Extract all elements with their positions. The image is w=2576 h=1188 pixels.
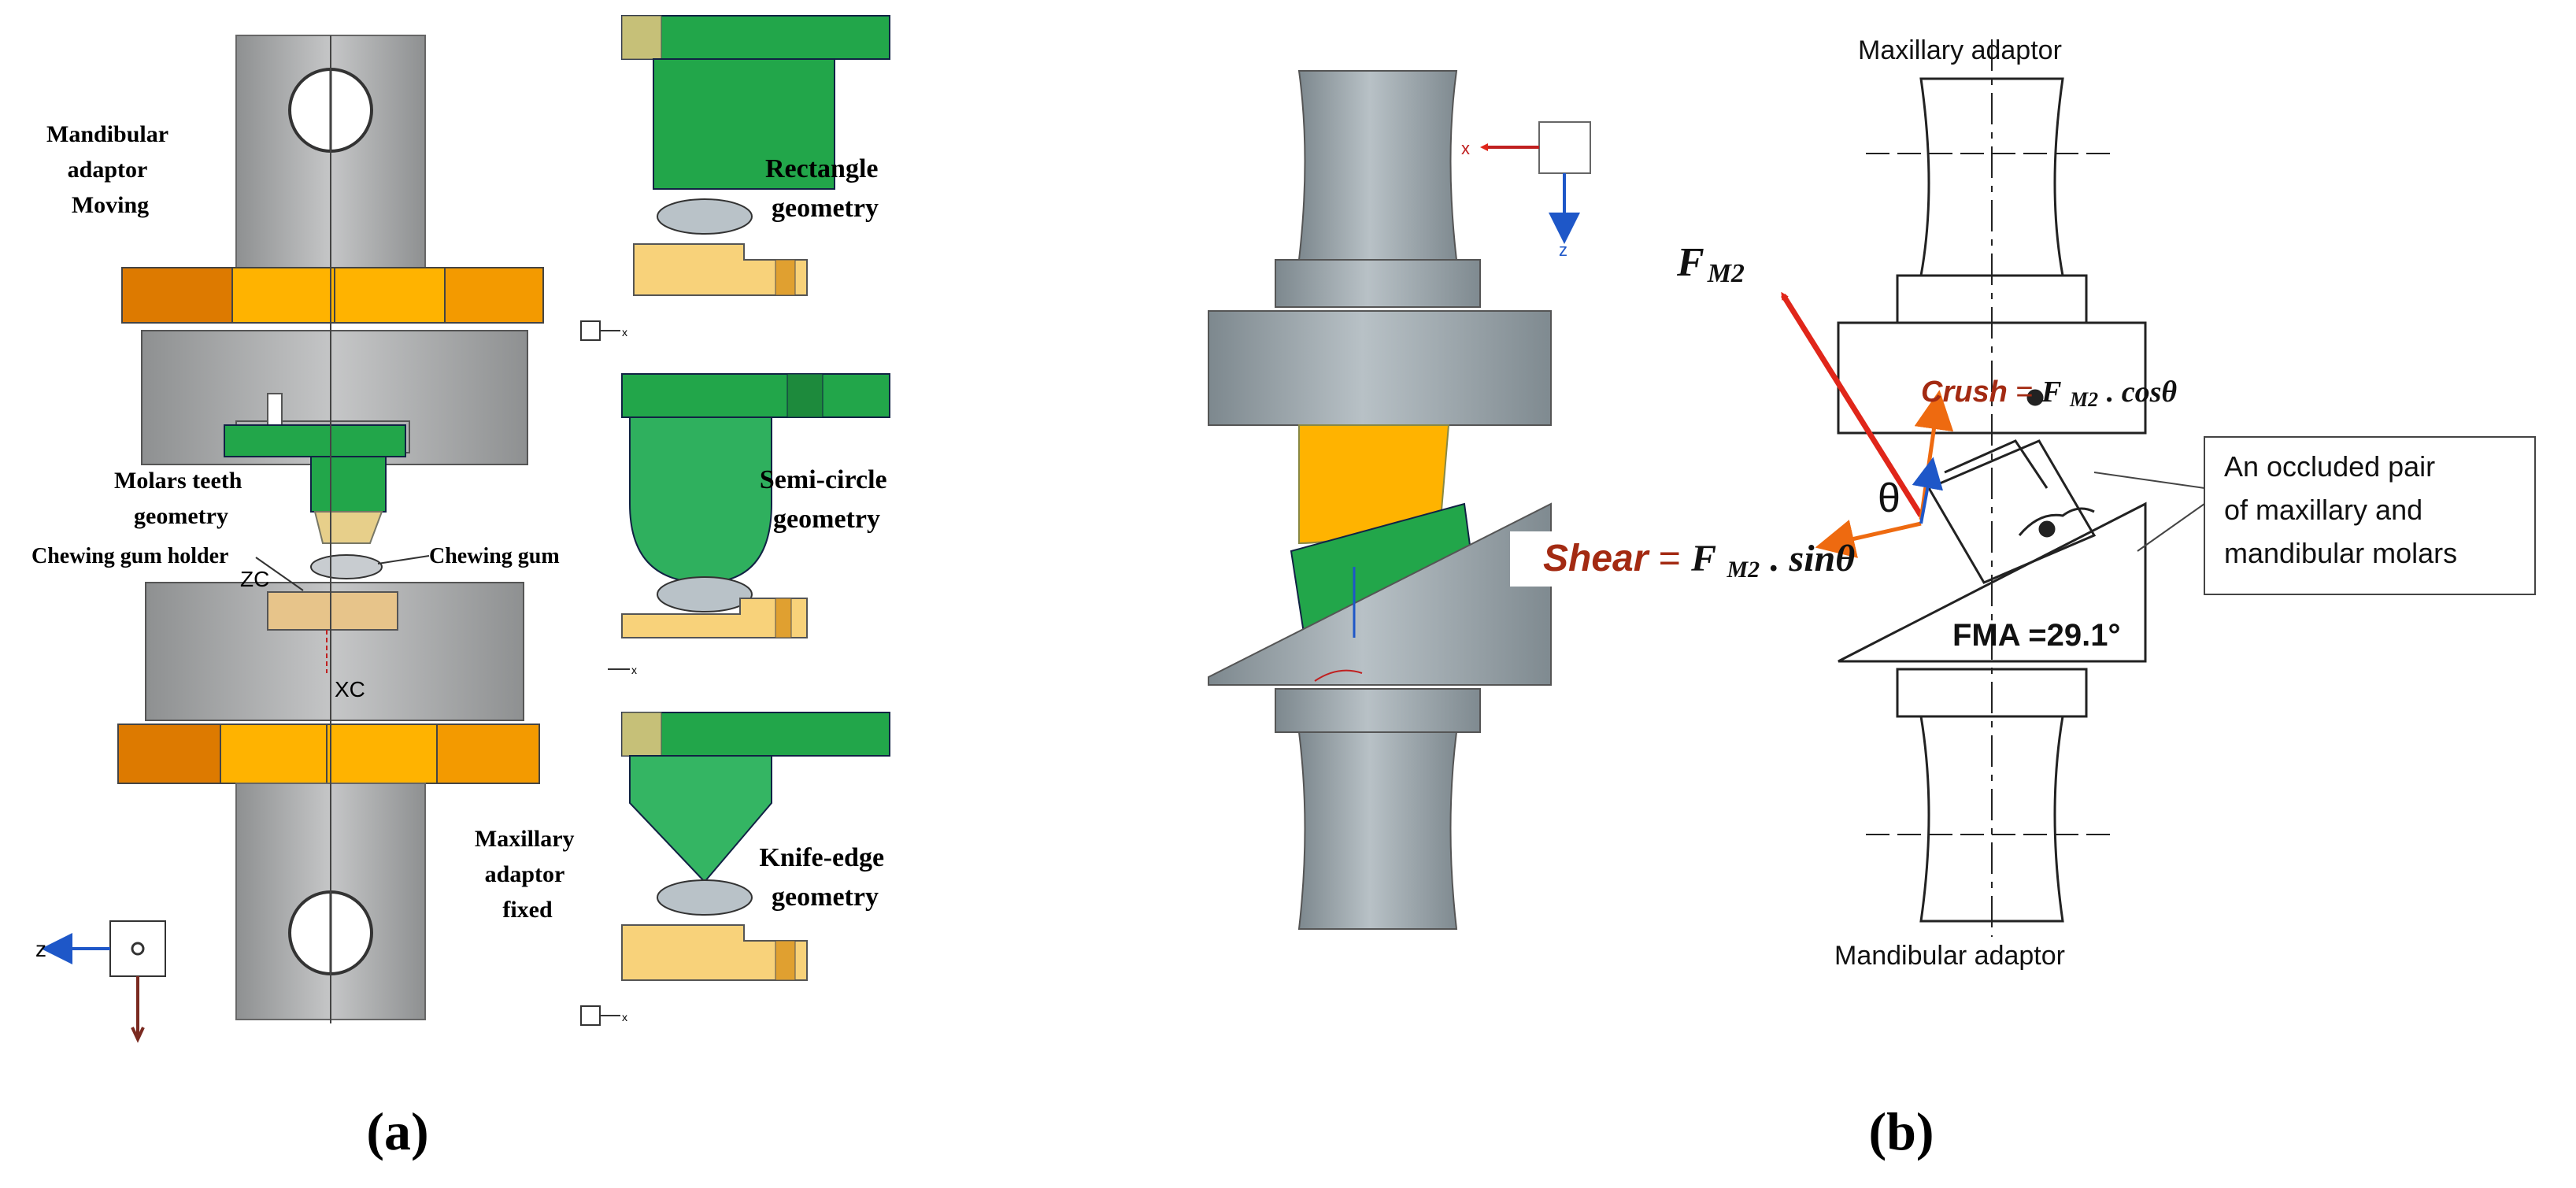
mandibular-adaptor-label: Mandibular adaptor: [1834, 941, 2065, 971]
maxillary-adaptor-label: Maxillary adaptor: [1858, 35, 2062, 65]
svg-text:An occluded pair of maxi: An occluded pair of maxillary and mandib…: [2224, 450, 2457, 569]
axis-x-label-a3: x: [631, 664, 637, 676]
panel-b-schematic: [1837, 39, 2147, 937]
fm2-label: F M2: [1676, 240, 1745, 288]
axis-x-label-a2: x: [622, 326, 627, 339]
panel-a: Mandibular adaptor Moving Molars teeth g…: [31, 15, 894, 1161]
mandibular-label-2: adaptor: [68, 157, 147, 183]
shear-f: F: [1690, 538, 1716, 579]
shear-word: Shear: [1543, 538, 1650, 579]
crush-label: Crush = F M2 . cosθ: [1921, 376, 2177, 413]
svg-text:Semi-circle geometry: Semi-circle geometry: [760, 465, 894, 534]
knife-label-2: geometry: [772, 883, 879, 912]
normal-arrow: [1912, 457, 1944, 524]
caption-a: (a): [366, 1101, 428, 1161]
gum-holder-shape: [267, 591, 398, 631]
mandibular-label-3: Moving: [72, 192, 149, 218]
shear-label: Shear = F M2 . sinθ: [1543, 538, 1855, 586]
molars-label-2: geometry: [134, 503, 228, 529]
semicircle-geometry: Semi-circle geometry: [621, 373, 894, 638]
shear-arrow: [1815, 520, 1922, 558]
fm2-sub: M2: [1707, 259, 1745, 288]
callout-box: An occluded pair of maxillary and mandib…: [2093, 436, 2536, 595]
svg-text:Knife-edge geometry: Knife-edge geometry: [759, 843, 890, 912]
svg-text:Maxillary adaptor Mandibul: Maxillary adaptor Mandibular adaptor: [1834, 35, 2069, 971]
crush-trig: . cosθ: [2107, 376, 2178, 409]
crush-word: Crush: [1921, 376, 2008, 409]
maxillary-label-1: Maxillary: [475, 826, 575, 852]
axis-triad-a: z: [35, 920, 166, 1043]
callout-line-3: mandibular molars: [2224, 537, 2457, 569]
crush-eq: =: [2015, 376, 2041, 409]
crush-f: F: [2041, 376, 2061, 409]
upper-tooth-holder: [224, 424, 406, 457]
fma-label: FMA =29.1°: [1952, 618, 2120, 653]
axis-triad-a3: x: [608, 664, 637, 676]
theta-label: θ: [1878, 476, 1901, 521]
rectangle-label-2: geometry: [772, 194, 879, 223]
shear-sub: M2: [1726, 557, 1760, 583]
upper-collar: [121, 267, 544, 324]
svg-text:Molars teeth geometry: Molars teeth geometry: [114, 468, 248, 529]
gum-holder-label: Chewing gum holder: [31, 544, 228, 568]
chewing-gum-shape: [310, 554, 383, 579]
rectangle-geometry: Rectangle geometry: [621, 15, 890, 296]
fm2-arrow: [1781, 291, 1923, 517]
knife-geometry: Knife-edge geometry: [621, 712, 890, 981]
rectangle-label-1: Rectangle: [765, 154, 879, 183]
axis-triad-a4: x: [580, 1005, 627, 1026]
callout-line-2: of maxillary and: [2224, 494, 2422, 526]
semicircle-label-1: Semi-circle: [760, 465, 887, 494]
semicircle-label-2: geometry: [773, 505, 880, 534]
mandibular-label-1: Mandibular: [46, 121, 168, 147]
xc-label: XC: [335, 677, 365, 701]
zc-label: ZC: [240, 567, 269, 591]
svg-text:Rectangle geometry: Rectangle geometry: [765, 154, 885, 223]
shear-eq: =: [1659, 538, 1691, 579]
maxillary-label-2: adaptor: [485, 861, 564, 887]
axis-x-label-b: x: [1461, 139, 1470, 158]
molars-label-1: Molars teeth: [114, 468, 242, 494]
panel-b-cad: [1208, 70, 1552, 930]
axis-x-label-a4: x: [622, 1011, 627, 1023]
caption-b: (b): [1868, 1101, 1934, 1161]
fm2-main: F: [1676, 240, 1704, 285]
knife-label-1: Knife-edge: [759, 843, 884, 872]
axis-triad-b: x z: [1461, 121, 1591, 260]
shear-trig: . sinθ: [1771, 538, 1856, 579]
svg-text:Mandibular adaptor: Mandibular adaptor Moving: [46, 121, 174, 218]
svg-text:Maxillary adaptor: Maxillary adaptor fixed: [475, 826, 580, 923]
force-vectors: [1781, 291, 1954, 558]
lower-collar: [117, 724, 540, 784]
shear-backdrop: [1510, 531, 1628, 587]
chewing-gum-label: Chewing gum: [429, 544, 560, 568]
crush-sub: M2: [2069, 388, 2098, 411]
callout-line-1: An occluded pair: [2224, 450, 2435, 483]
axis-triad-a2: x: [580, 320, 627, 341]
axis-z-label-b: z: [1559, 240, 1567, 260]
maxillary-label-3: fixed: [502, 897, 553, 923]
axis-z-label-a: z: [35, 937, 46, 961]
